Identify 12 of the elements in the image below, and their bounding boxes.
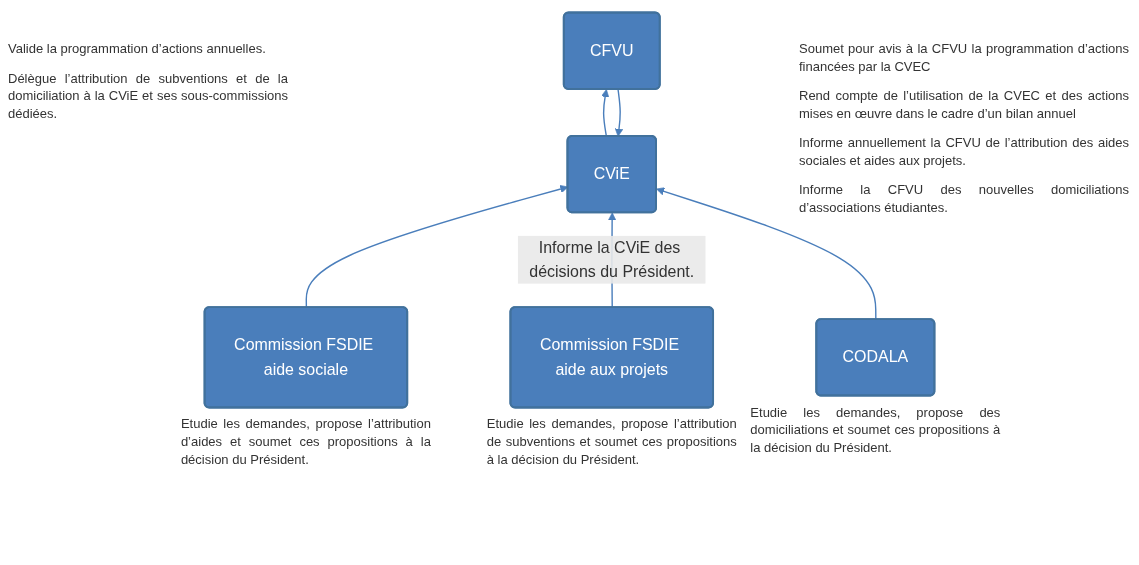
annotation-text: Soumet pour avis à la CFVU la programmation d’actions financées par la CVEC bbox=[799, 40, 1129, 76]
annotation-text: Informe annuellement la CFVU de l’attribution des aides sociales et aides aux projets. bbox=[799, 134, 1129, 170]
edge-label: Informe la CViE des décisions du Président. bbox=[529, 238, 695, 281]
annotation-text: Valide la programmation d’actions annuelles. bbox=[8, 40, 267, 58]
annotation-text: Délègue l’attribution de subventions et de la domiciliation à la CViE et ses sous-commissions dédiées. bbox=[8, 69, 288, 123]
annotation-text: Informe la CFVU des nouvelles domiciliations d’associations étudiantes. bbox=[799, 181, 1129, 217]
arrow bbox=[656, 187, 877, 321]
node-caption: Etudie les demandes, propose des domiciliations et soumet ces propositions à la décision du Président. bbox=[750, 403, 1001, 457]
node-caption: Etudie les demandes, propose l’attribution de subventions et soumet ces propositions à la décision du Président. bbox=[486, 415, 737, 469]
annotation-text: Rend compte de l’utilisation de la CVEC et des actions mises en œuvre dans le cadre d’un bilan annuel bbox=[799, 87, 1129, 123]
node-caption: Etudie les demandes, propose l’attribution d’aides et soumet ces propositions à la décision du Président. bbox=[180, 415, 431, 469]
arrow bbox=[614, 88, 624, 137]
